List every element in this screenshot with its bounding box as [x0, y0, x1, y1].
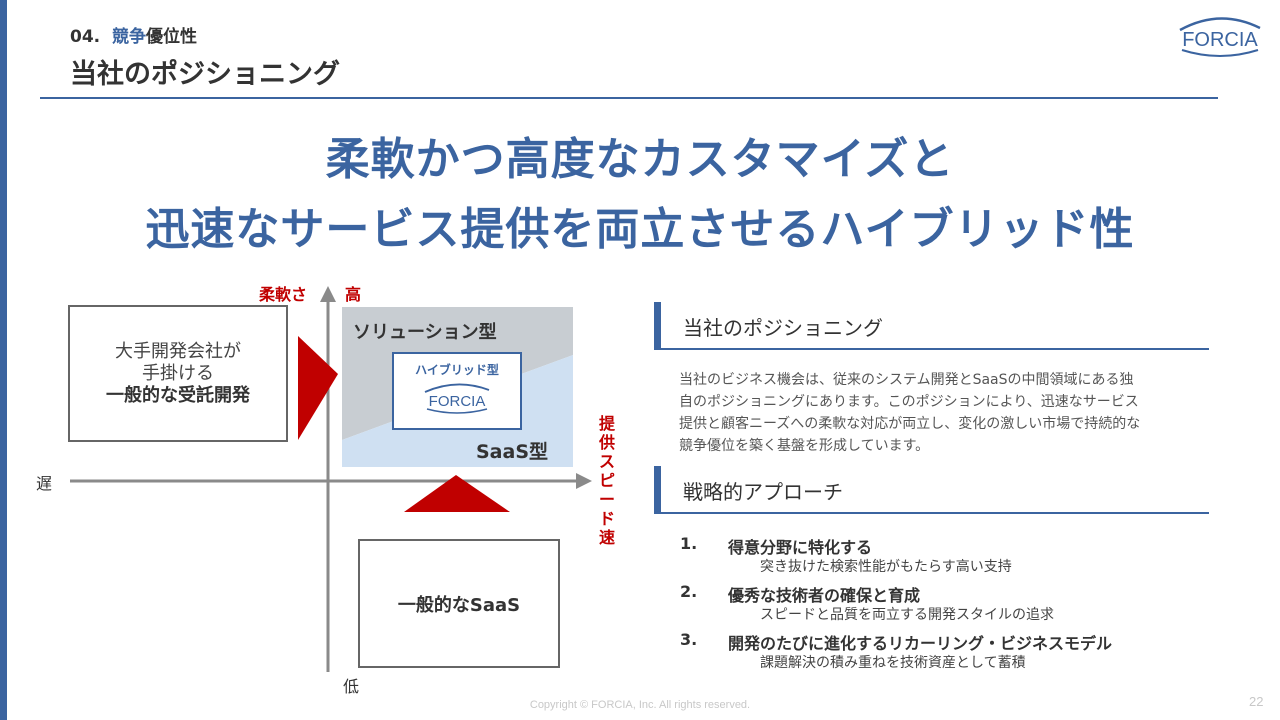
- speed-arrow: [404, 475, 510, 512]
- svg-text:FORCIA: FORCIA: [429, 393, 486, 410]
- strategy-item-title: 優秀な技術者の確保と育成: [728, 586, 921, 605]
- y-high-label: 高: [345, 285, 362, 304]
- strategy-item-number: 2.: [680, 582, 698, 601]
- strategy-item-sub: 突き抜けた検索性能がもたらす高い支持: [760, 559, 1012, 575]
- page-number: 22: [1249, 694, 1264, 709]
- headline-line2: 迅速なサービス提供を両立させるハイブリッド性: [145, 204, 1135, 255]
- left-accent-bar: [0, 0, 7, 720]
- hybrid-type-box: ハイブリッド型 FORCIA: [392, 352, 522, 430]
- forcia-small-logo: FORCIA: [424, 383, 490, 414]
- x-axis-label: 提 供 ス ピ ー ド 速: [598, 414, 615, 547]
- y-low-label: 低: [343, 677, 360, 696]
- hybrid-type-label: ハイブリッド型: [415, 363, 499, 377]
- page-title: 当社のポジショニング: [70, 59, 340, 90]
- strategy-heading: 戦略的アプローチ: [654, 466, 1209, 514]
- flexibility-arrow: [298, 336, 338, 440]
- forcia-logo: FORCIA: [1179, 17, 1261, 57]
- box-big-line2: 手掛ける: [142, 362, 214, 384]
- x-slow-label: 遅: [36, 474, 53, 493]
- box-big-line3: 一般的な受託開発: [106, 384, 250, 406]
- svg-text:FORCIA: FORCIA: [1182, 29, 1258, 51]
- y-axis-arrow: [320, 286, 336, 302]
- saas-type-label: SaaS型: [476, 441, 549, 463]
- section-number: 04. 競争優位性: [70, 27, 197, 47]
- headline-line1: 柔軟かつ高度なカスタマイズと: [325, 134, 955, 185]
- strategy-item-number: 3.: [680, 630, 698, 649]
- strategy-item-number: 1.: [680, 534, 698, 553]
- strategy-item-sub: スピードと品質を両立する開発スタイルの追求: [760, 607, 1054, 623]
- strategy-item-sub: 課題解決の積み重ねを技術資産として蓄積: [760, 655, 1026, 671]
- positioning-map: 柔軟さ 高 低 遅 提 供 ス ピ ー ド 速 大手開発会社が 手掛ける 一般的…: [36, 285, 615, 696]
- box-big-line1: 大手開発会社が: [115, 340, 241, 362]
- copyright-footer: Copyright © FORCIA, Inc. All rights rese…: [529, 699, 751, 711]
- y-axis-label: 柔軟さ: [259, 285, 308, 304]
- general-saas-box: 一般的なSaaS: [358, 539, 560, 668]
- positioning-paragraph: 当社のビジネス機会は、従来のシステム開発とSaaSの中間領域にある独 自のポジシ…: [679, 372, 1141, 454]
- contract-development-box: 大手開発会社が 手掛ける 一般的な受託開発: [68, 305, 288, 442]
- title-divider: [40, 97, 1218, 99]
- x-axis-arrow: [576, 473, 592, 489]
- strategy-item-title: 開発のたびに進化するリカーリング・ビジネスモデル: [728, 634, 1113, 653]
- solution-type-label: ソリューション型: [353, 322, 497, 343]
- positioning-heading: 当社のポジショニング: [654, 302, 1209, 350]
- strategy-item-title: 得意分野に特化する: [728, 538, 873, 557]
